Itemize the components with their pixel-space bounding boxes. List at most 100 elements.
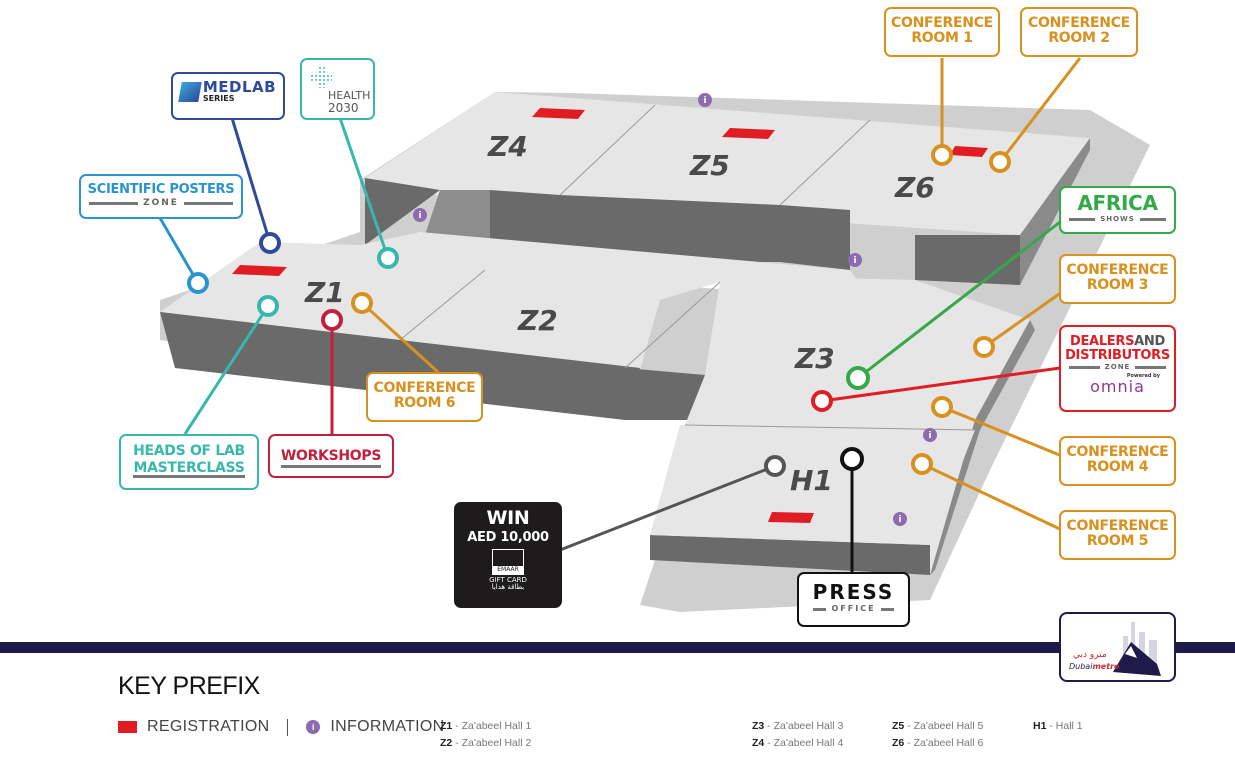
conf6-line1: CONFERENCE — [373, 380, 476, 396]
metro-dubai: Dubai — [1069, 662, 1093, 671]
dealers-word2: AND — [1134, 334, 1165, 349]
pin-press[interactable] — [840, 447, 864, 471]
hall-key-h1: H1 - Hall 1 — [1033, 720, 1083, 732]
dealers-word1: DEALERS — [1069, 334, 1135, 349]
info-marker: i — [893, 512, 907, 526]
conf4-line1: CONFERENCE — [1066, 444, 1169, 460]
right-block — [650, 278, 1035, 575]
emaar-logo-icon: EMAAR — [492, 548, 524, 575]
callout-conference-room-3[interactable]: CONFERENCE ROOM 3 — [1059, 254, 1176, 304]
heads-line1: HEADS OF LAB — [133, 443, 245, 459]
zone-label-z3: Z3 — [794, 342, 835, 375]
info-marker: i — [923, 428, 937, 442]
callout-medlab[interactable]: MEDLAB SERIES — [171, 72, 285, 120]
pin-conf1[interactable] — [931, 144, 953, 166]
hall-key-z4: Z4 - Za'abeel Hall 4 — [752, 737, 844, 749]
dealers-sub: ZONE — [1104, 363, 1131, 372]
pin-health2030[interactable] — [377, 247, 399, 269]
callout-press-office[interactable]: PRESS OFFICE — [797, 572, 910, 627]
medlab-logo-icon — [178, 81, 202, 102]
registration-label: REGISTRATION — [147, 718, 270, 735]
conf3-line1: CONFERENCE — [1066, 262, 1169, 278]
dealers-powered: Powered by — [1126, 372, 1160, 379]
zone-label-z2: Z2 — [517, 304, 558, 337]
workshops-title: WORKSHOPS — [280, 449, 381, 468]
callout-conference-room-2[interactable]: CONFERENCE ROOM 2 — [1020, 7, 1138, 57]
information-markers: i i i i i — [413, 93, 937, 526]
zone-label-z6: Z6 — [894, 171, 935, 204]
conf2-line2: ROOM 2 — [1048, 29, 1110, 46]
leader-health2030 — [338, 117, 390, 259]
dubai-metro-logo: مترو دبي Dubaimetro — [1059, 612, 1176, 682]
pin-conf6[interactable] — [351, 292, 373, 314]
callout-conference-room-6[interactable]: CONFERENCE ROOM 6 — [366, 372, 483, 422]
win-line2: AED 10,000 — [467, 529, 549, 545]
medlab-brand: MEDLAB — [202, 78, 277, 96]
zone-label-h1: H1 — [790, 464, 833, 497]
pin-conf2[interactable] — [989, 151, 1011, 173]
pin-posters[interactable] — [187, 272, 209, 294]
hall-key-z5: Z5 - Za'abeel Hall 5 — [892, 720, 984, 732]
posters-sub: ZONE — [143, 197, 179, 208]
leader-win — [559, 464, 776, 552]
conf5-line2: ROOM 5 — [1086, 532, 1149, 549]
pin-workshops[interactable] — [321, 309, 343, 331]
leader-africa — [857, 220, 1061, 380]
conf3-line2: ROOM 3 — [1086, 276, 1149, 293]
svg-text:i: i — [418, 211, 421, 221]
hall-key-z6: Z6 - Za'abeel Hall 6 — [892, 737, 984, 749]
callout-africa[interactable]: AFRICA SHOWS — [1059, 186, 1176, 234]
pins — [187, 144, 1011, 477]
pin-dealers[interactable] — [811, 390, 833, 412]
leader-conf3 — [983, 290, 1063, 349]
conf1-line2: ROOM 1 — [911, 29, 973, 46]
metro-train-icon — [1113, 622, 1161, 676]
registration-marker — [532, 108, 585, 119]
information-label: INFORMATION — [330, 718, 445, 735]
pin-conf3[interactable] — [973, 336, 995, 358]
posters-title: SCIENTIFIC POSTERS — [87, 182, 235, 197]
pin-africa[interactable] — [846, 366, 870, 390]
callout-win-gift-card[interactable]: WIN AED 10,000 EMAAR GIFT CARD بطاقة هدا… — [454, 502, 562, 608]
leader-lines — [158, 57, 1082, 572]
dealers-line2: DISTRIBUTORS — [1065, 347, 1170, 363]
callout-conference-room-1[interactable]: CONFERENCE ROOM 1 — [884, 7, 1000, 57]
africa-title: AFRICA — [1077, 191, 1158, 215]
conf1-line1: CONFERENCE — [891, 15, 993, 31]
svg-text:i: i — [898, 515, 901, 525]
legend-separator — [287, 718, 289, 736]
conf2-line1: CONFERENCE — [1028, 15, 1130, 31]
registration-swatch-icon — [118, 721, 137, 733]
pin-conf4[interactable] — [931, 396, 953, 418]
conf5-line1: CONFERENCE — [1066, 518, 1169, 534]
svg-text:i: i — [928, 431, 931, 441]
leader-conf5 — [921, 462, 1063, 532]
pin-conf5[interactable] — [911, 453, 933, 475]
win-gift-ar: بطاقة هدايا — [491, 582, 525, 591]
leader-conf6 — [360, 301, 440, 374]
pin-heads[interactable] — [257, 295, 279, 317]
callout-health2030[interactable]: HEALTH 2030 — [300, 58, 375, 120]
callout-scientific-posters[interactable]: SCIENTIFIC POSTERS ZONE — [79, 174, 243, 219]
registration-markers — [232, 108, 988, 523]
pin-medlab[interactable] — [259, 232, 281, 254]
metro-word: metro — [1092, 662, 1120, 671]
callout-workshops[interactable]: WORKSHOPS — [268, 434, 394, 478]
africa-sub: SHOWS — [1100, 215, 1135, 223]
legend-row: REGISTRATION i INFORMATION — [118, 718, 445, 736]
health-line1: HEALTH — [328, 89, 371, 102]
callout-dealers-distributors[interactable]: DEALERSAND DISTRIBUTORS ZONE Powered by … — [1059, 325, 1176, 412]
pin-win[interactable] — [764, 455, 786, 477]
information-icon: i — [306, 720, 321, 734]
leader-heads — [183, 305, 270, 435]
omnia-logo: omnia — [1090, 376, 1145, 396]
callout-conference-room-5[interactable]: CONFERENCE ROOM 5 — [1059, 510, 1176, 560]
registration-marker — [722, 128, 775, 139]
zone-label-z4: Z4 — [487, 130, 528, 163]
zone-dividers — [399, 104, 976, 431]
win-line1: WIN — [486, 507, 530, 529]
callout-conference-room-4[interactable]: CONFERENCE ROOM 4 — [1059, 436, 1176, 486]
leader-conf2 — [998, 57, 1082, 163]
callout-heads-of-lab[interactable]: HEADS OF LAB MASTERCLASS — [119, 434, 259, 490]
registration-marker — [950, 146, 988, 157]
